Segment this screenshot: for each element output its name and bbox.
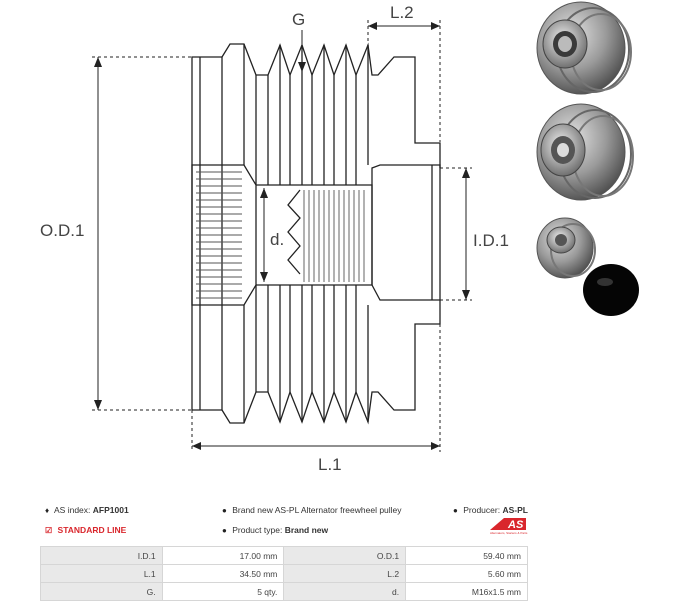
- description: ● Brand new AS-PL Alternator freewheel p…: [222, 505, 402, 515]
- groove-lines: [243, 44, 369, 423]
- pulley-angled-photo: [536, 103, 634, 201]
- spec-label: L.1: [40, 564, 163, 583]
- as-index-value: AFP1001: [92, 505, 129, 515]
- spec-label: G.: [40, 582, 163, 601]
- thread: [287, 189, 301, 275]
- info-icon: ●: [222, 526, 227, 535]
- checkbox-icon: ☑: [45, 526, 53, 535]
- right-hub: [371, 164, 441, 301]
- spec-value: 5 qty.: [161, 582, 285, 601]
- spec-label: d.: [283, 582, 407, 601]
- pulley-front-photo: [536, 1, 632, 95]
- spec-value: 17.00 mm: [161, 546, 285, 565]
- length1-label: L.1: [318, 455, 342, 474]
- standard-line-label: STANDARD LINE: [57, 525, 127, 535]
- length2-label: L.2: [390, 3, 414, 22]
- product-type-value: Brand new: [284, 525, 329, 535]
- inner-diameter-label: I.D.1: [473, 231, 509, 250]
- spline-hatch: [196, 171, 242, 299]
- technical-drawing: G L.2 O.D.1 d. I.D.1 L.1: [40, 3, 509, 474]
- pulley-top-profile: [221, 42, 441, 168]
- product-type: ● Product type: Brand new: [222, 525, 328, 535]
- spec-value: 5.60 mm: [405, 564, 528, 583]
- standard-line-badge: ☑ STANDARD LINE: [45, 525, 126, 535]
- pulley-cap-photo: [536, 217, 639, 316]
- thread-hatch: [303, 190, 365, 282]
- as-pl-logo: AS Alternators, Starters & Parts: [490, 518, 528, 535]
- bore-label: d.: [270, 230, 284, 249]
- spec-label: I.D.1: [40, 546, 163, 565]
- as-index-label: AS index:: [54, 505, 91, 515]
- product-type-label: Product type:: [232, 525, 283, 535]
- outer-diameter-label: O.D.1: [40, 221, 84, 240]
- pulley-bottom-profile: [221, 300, 441, 425]
- spec-value: M16x1.5 mm: [405, 582, 528, 601]
- description-text: Brand new AS-PL Alternator freewheel pul…: [232, 505, 402, 515]
- producer-label: Producer:: [463, 505, 501, 515]
- svg-text:AS: AS: [507, 519, 524, 531]
- groove-label: G: [292, 10, 305, 29]
- as-index: ♦ AS index: AFP1001: [45, 505, 129, 515]
- spec-value: 59.40 mm: [405, 546, 528, 565]
- left-flange: [191, 56, 223, 411]
- spec-row: G.5 qty.d.M16x1.5 mm: [40, 582, 528, 601]
- svg-text:Alternators, Starters & Parts: Alternators, Starters & Parts: [490, 531, 528, 535]
- spec-label: O.D.1: [283, 546, 407, 565]
- spec-label: L.2: [283, 564, 407, 583]
- info-icon: ●: [222, 506, 227, 515]
- producer: ● Producer: AS-PL: [453, 505, 528, 515]
- product-photos: [536, 1, 639, 316]
- tag-icon: ♦: [45, 506, 50, 515]
- producer-value: AS-PL: [502, 505, 528, 515]
- info-icon: ●: [453, 506, 458, 515]
- spec-value: 34.50 mm: [161, 564, 285, 583]
